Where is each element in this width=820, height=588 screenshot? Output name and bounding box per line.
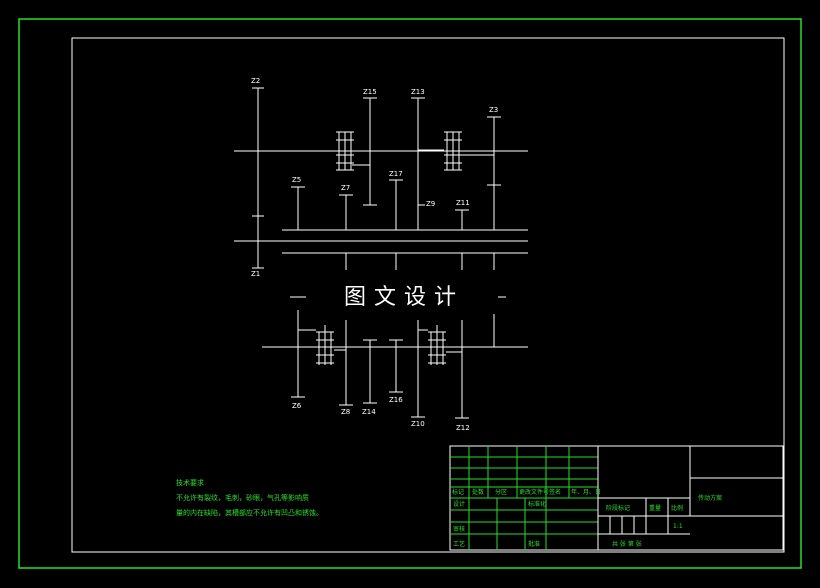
- label-z1: Z1: [251, 270, 260, 278]
- drawing-frame: [71, 37, 785, 553]
- label-z3: Z3: [489, 106, 498, 114]
- tb-approve: 批准: [528, 540, 540, 548]
- gear-labels: Z2 Z1 Z15 Z13 Z3 Z5 Z7 Z17 Z9 Z11 Z6 Z8 …: [251, 77, 498, 432]
- transmission-scheme: [234, 87, 528, 419]
- sheet-border: [18, 18, 802, 569]
- watermark: 图文设计: [344, 285, 464, 310]
- label-z6: Z6: [292, 402, 302, 410]
- title-block-text: 标记 处数 分区 更改文件号 签名 年、月、日 设计 标准化 审核 工艺 批准 …: [452, 488, 722, 548]
- label-z12: Z12: [456, 424, 470, 432]
- tb-design: 设计: [453, 500, 465, 508]
- label-z14: Z14: [362, 408, 376, 416]
- tb-scale: 比例: [671, 504, 683, 512]
- label-z15: Z15: [363, 88, 377, 96]
- label-z5: Z5: [292, 176, 301, 184]
- label-z9: Z9: [426, 200, 435, 208]
- label-z2: Z2: [251, 77, 260, 85]
- label-z7: Z7: [341, 184, 350, 192]
- tb-process: 工艺: [453, 540, 465, 548]
- notes-line-1: 不允许有裂纹，毛刺，砂眼，气孔等影响质: [176, 493, 309, 502]
- tb-count: 处数: [472, 488, 484, 496]
- label-z13: Z13: [411, 88, 425, 96]
- tb-review: 审核: [453, 525, 465, 533]
- notes-title: 技术要求: [176, 478, 204, 487]
- tb-weight: 重量: [649, 504, 661, 512]
- tb-scale-value: 1:1: [673, 523, 683, 530]
- label-z16: Z16: [389, 396, 403, 404]
- label-z10: Z10: [411, 420, 425, 428]
- title-block: [449, 445, 784, 551]
- tb-standardize: 标准化: [528, 500, 546, 508]
- tb-date: 年、月、日: [571, 488, 601, 496]
- tb-drawing-name: 传动方案: [698, 494, 722, 502]
- tb-change-doc: 更改文件号: [519, 488, 549, 496]
- label-z11: Z11: [456, 199, 470, 207]
- label-z8: Z8: [341, 408, 350, 416]
- tb-zone: 分区: [495, 488, 507, 496]
- tb-marking: 标记: [452, 488, 464, 496]
- notes-line-2: 量的内在缺陷，其槽部应不允许有凹凸和锈蚀。: [176, 508, 323, 517]
- tb-stage-mark: 阶段标记: [606, 504, 630, 512]
- tb-sheets: 共 张 第 张: [612, 540, 642, 548]
- label-z17: Z17: [389, 170, 403, 178]
- tb-signature: 签名: [549, 488, 561, 496]
- technical-notes: 技术要求 不允许有裂纹，毛刺，砂眼，气孔等影响质 量的内在缺陷，其槽部应不允许有…: [176, 478, 323, 517]
